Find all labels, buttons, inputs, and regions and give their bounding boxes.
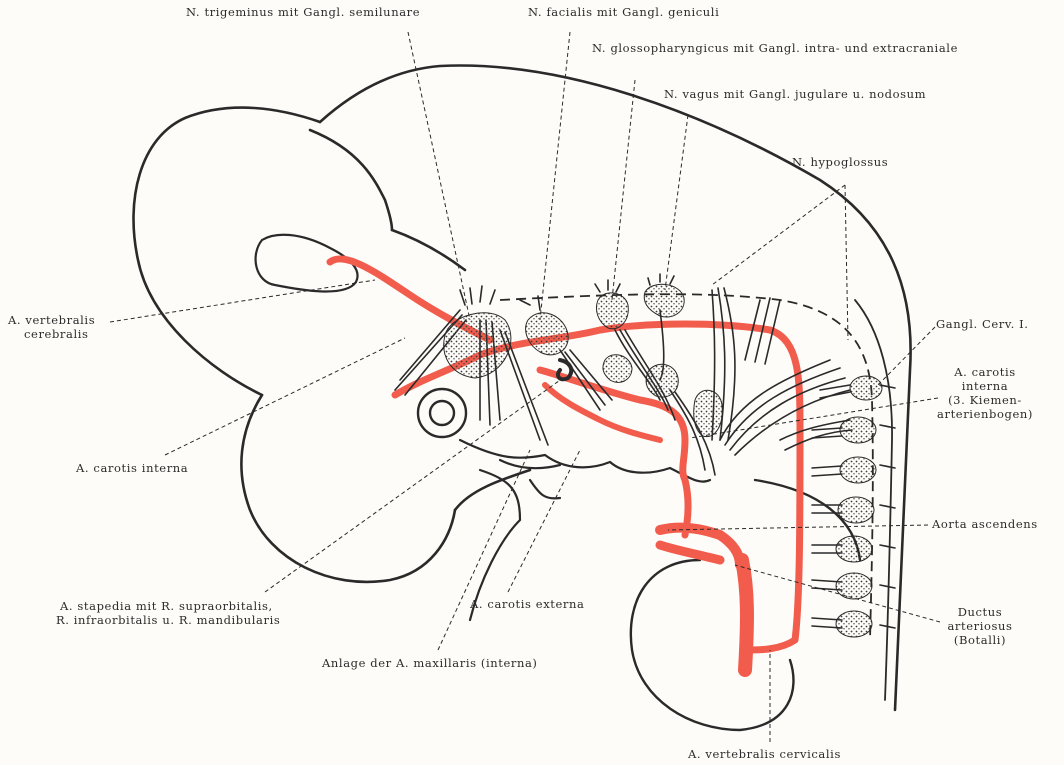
ganglion-cervical-1 [850,376,882,400]
ganglion-cervical-6 [836,573,872,599]
label-stapedia-line2: R. infraorbitalis u. R. mandibularis [56,614,280,627]
ganglion-cervical-7 [836,611,872,637]
ganglion-geniculi [526,313,569,355]
label-vertebralis-cervicalis: A. vertebralis cervicalis [688,748,841,761]
label-glossopharyngicus: N. glossopharyngicus mit Gangl. intra- u… [592,42,958,55]
leader-glossopharyngicus [612,80,635,300]
ganglion-semilunare [444,313,511,378]
label-maxillaris: Anlage der A. maxillaris (interna) [322,657,538,670]
forebrain-bulge [256,235,358,292]
label-stapedia-line1: A. stapedia mit R. supraorbitalis, [60,600,273,613]
leader-vertebralis-cerebralis [110,280,375,322]
ganglion-nodosum [646,364,678,397]
label-aorta-ascendens: Aorta ascendens [932,518,1038,531]
ganglion-cervical-3 [840,457,876,483]
label-facialis: N. facialis mit Gangl. geniculi [528,6,719,19]
ganglion-extracraniale [603,355,632,383]
label-carotis-interna-right-line4: arterienbogen) [930,408,1040,421]
leader-maxillaris [438,450,530,650]
label-carotis-interna-right-line1: A. carotis [930,366,1040,379]
label-carotis-interna-right-line3: (3. Kiemen- [930,394,1040,407]
label-vagus: N. vagus mit Gangl. jugulare u. nodosum [664,88,926,101]
label-vertebralis-cerebralis-line1: A. vertebralis [8,314,95,327]
leader-trigeminus [408,32,470,320]
ganglion-cervical-4 [838,497,874,523]
label-vertebralis-cerebralis-line2: cerebralis [24,328,89,341]
label-ductus-line2: arteriosus [940,620,1020,633]
label-ductus-line3: (Botalli) [940,634,1020,647]
leader-carotis-interna-right [690,398,938,438]
label-hypoglossus: N. hypoglossus [792,156,888,169]
label-carotis-externa: A. carotis externa [470,598,584,611]
ganglion-jugulare [644,284,684,317]
ganglion-hypoglossus-region [694,390,723,436]
leader-vagus [665,115,688,290]
label-carotis-interna-right-line2: interna [930,380,1040,393]
label-ductus-line1: Ductus [940,606,1020,619]
optic-vesicle [418,389,466,437]
leader-hypoglossus-1 [712,185,845,285]
leader-hypoglossus-2 [845,185,848,340]
label-carotis-interna-left: A. carotis interna [76,462,188,475]
label-trigeminus: N. trigeminus mit Gangl. semilunare [186,6,420,19]
leader-stapedia [265,378,563,592]
label-gangl-cerv: Gangl. Cerv. I. [936,318,1029,331]
ganglion-cervical-2 [840,417,876,443]
leader-ductus [735,565,940,622]
ganglion-cervical-5 [836,536,872,562]
